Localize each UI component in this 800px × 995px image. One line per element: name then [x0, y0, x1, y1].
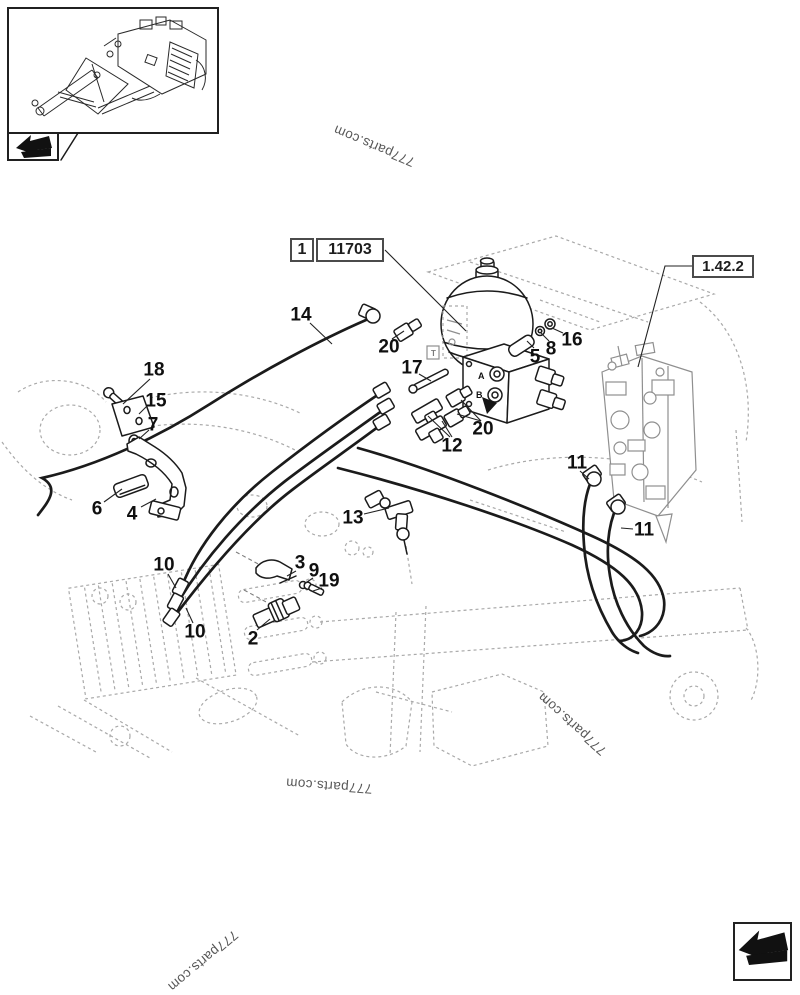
valve-decal-panel: T [426, 305, 468, 360]
page-back-arrow-icon [16, 135, 52, 158]
machine-overview-sketch [31, 16, 207, 117]
decal-letter: T [431, 349, 436, 358]
overview-thumbnail[interactable] [7, 7, 219, 134]
port-b-label: B [476, 390, 483, 400]
bracket-group [103, 387, 187, 521]
part-number-box[interactable]: 11703 [316, 238, 384, 262]
overview-thumbnail-hotspot[interactable] [8, 8, 218, 133]
leader-lines [103, 249, 692, 631]
assembly-dash [243, 589, 271, 605]
page-forward-arrow-icon [738, 930, 789, 966]
hydraulic-hoses [36, 318, 672, 658]
next-page-button[interactable] [733, 922, 792, 981]
small-parts [162, 303, 626, 629]
control-valve-1-42-2 [601, 341, 697, 545]
prev-page-button[interactable] [7, 132, 79, 161]
assembly-dash [235, 551, 263, 567]
port-a-label: A [478, 371, 485, 381]
item-ref-box: 1 [290, 238, 314, 262]
valve-block: A B [462, 343, 566, 424]
section-ref-box[interactable]: 1.42.2 [692, 255, 754, 278]
